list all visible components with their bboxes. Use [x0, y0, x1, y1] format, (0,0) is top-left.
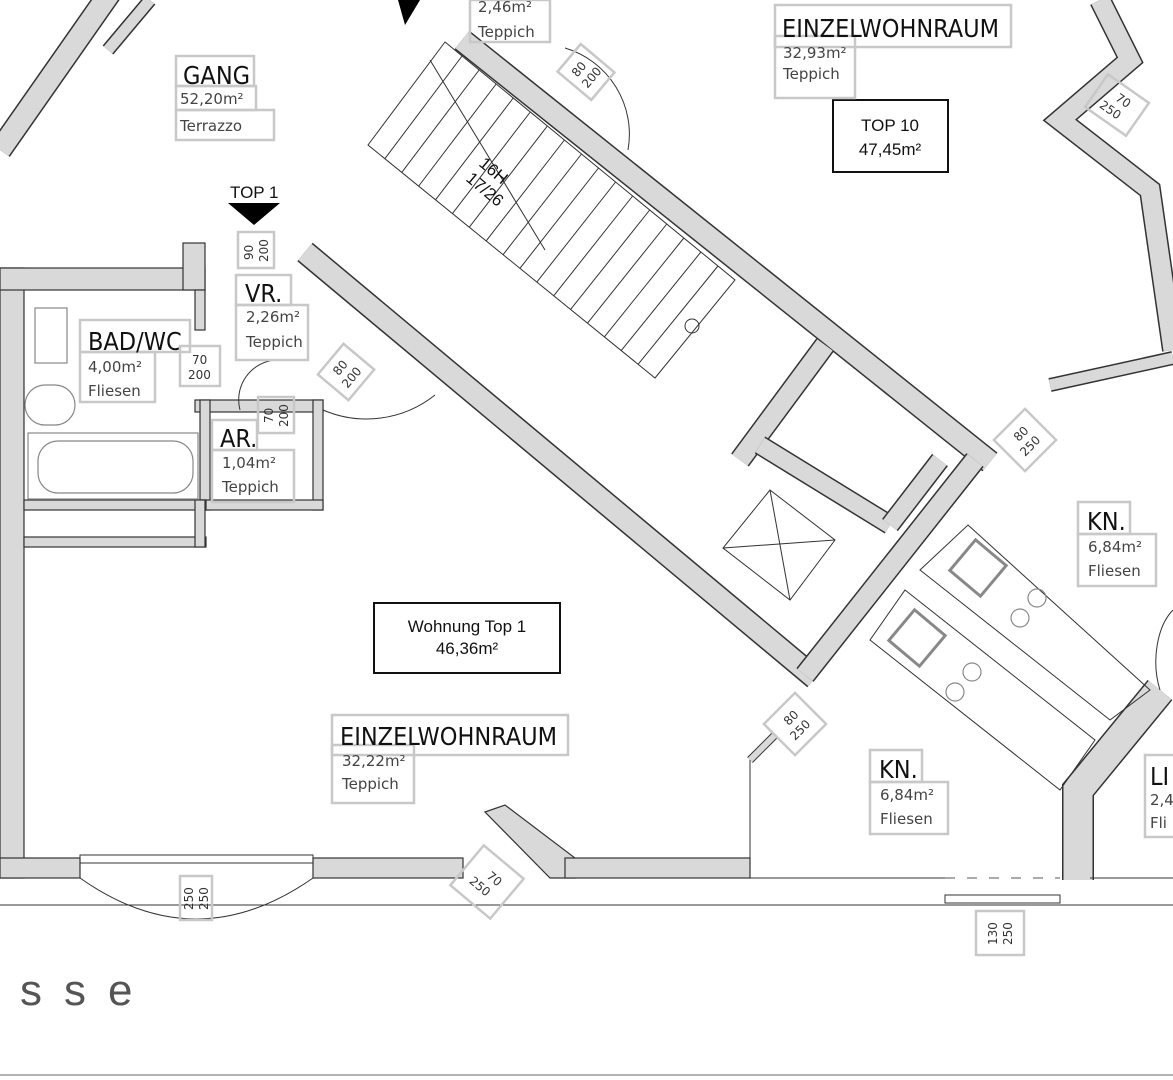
unit-label: TOP 10 [861, 116, 919, 135]
unit-label: Wohnung Top 1 [408, 617, 526, 636]
room-floor: Teppich [245, 333, 303, 351]
room-floor: Fliesen [88, 382, 141, 400]
room-vr: VR. 2,26m² Teppich [234, 273, 310, 362]
room-area: 52,20m² [180, 90, 244, 108]
room-floor: Fli [1150, 814, 1167, 832]
stair-tread [603, 237, 685, 338]
street-name-fragment: sse [20, 966, 154, 1015]
room-bad-wc: BAD/WC 4,00m² Fliesen [78, 318, 192, 404]
arrow-down-icon [398, 0, 420, 25]
room-name: BAD/WC [88, 327, 182, 356]
arrow-down-icon [228, 203, 280, 225]
room-area: 6,84m² [1088, 538, 1142, 556]
stair-tread [519, 167, 599, 269]
room-kn-bottom: KN. 6,84m² Fliesen [868, 748, 950, 836]
stair-tread [587, 223, 668, 324]
svg-text:250: 250 [182, 887, 196, 910]
room-floor: Teppich [477, 23, 535, 41]
room-gang: GANG 52,20m² Terrazzo [174, 54, 276, 142]
room-area: 32,22m² [342, 752, 406, 770]
svg-text:200: 200 [257, 239, 271, 262]
room-top-partial: 2,46m² Teppich [468, 0, 552, 44]
stair-tread [502, 153, 582, 255]
svg-text:200: 200 [188, 368, 211, 382]
room-labels: GANG 52,20m² Terrazzo EINZELWOHNRAUM 32,… [78, 0, 1173, 839]
stair-tread [468, 125, 548, 228]
stair-tread [637, 265, 719, 365]
room-floor: Teppich [782, 65, 840, 83]
svg-text:70: 70 [192, 353, 207, 367]
svg-text:250: 250 [1001, 922, 1015, 945]
room-floor: Fliesen [1088, 562, 1141, 580]
room-area: 6,84m² [880, 786, 934, 804]
room-area: 2,26m² [246, 308, 300, 326]
stair-tread [384, 55, 463, 160]
stair-tread [485, 139, 565, 242]
stair-tread [620, 251, 702, 351]
entrance-marker: TOP 1 [228, 0, 420, 225]
svg-text:70: 70 [262, 408, 276, 423]
walls [0, 0, 1173, 920]
room-floor: Terrazzo [179, 117, 242, 135]
bathroom-fixtures [24, 307, 199, 500]
room-area: 1,04m² [222, 454, 276, 472]
unit-area: 47,45m² [859, 140, 922, 159]
svg-text:90: 90 [242, 245, 256, 260]
room-area: 2,4 [1150, 791, 1173, 809]
unit-top1: Wohnung Top 1 46,36m² [373, 602, 561, 674]
unit-area: 46,36m² [436, 639, 499, 658]
stair-tread [418, 83, 497, 187]
room-floor: Teppich [221, 478, 279, 496]
room-area: 4,00m² [88, 358, 142, 376]
room-name: EINZELWOHNRAUM [782, 14, 999, 43]
room-einzelwohnraum-top: EINZELWOHNRAUM 32,93m² Teppich [773, 3, 1013, 100]
room-name: KN. [879, 755, 918, 784]
unit-top10: TOP 10 47,45m² [832, 99, 949, 173]
stair-tread [570, 209, 651, 310]
elevator-shaft [722, 489, 836, 601]
room-name: GANG [183, 61, 250, 90]
svg-text:250: 250 [197, 887, 211, 910]
room-area: 32,93m² [783, 44, 847, 62]
room-name: KN. [1087, 507, 1126, 536]
kitchen-counters [869, 524, 1151, 791]
stair-tread [452, 111, 531, 214]
svg-text:200: 200 [277, 404, 291, 427]
room-name: VR. [245, 279, 282, 308]
entrance-label: TOP 1 [230, 183, 279, 202]
svg-text:130: 130 [986, 922, 1000, 945]
stair-tread [401, 69, 480, 173]
room-name: LI [1150, 762, 1169, 791]
room-floor: Fliesen [880, 810, 933, 828]
stair-tread [536, 181, 616, 283]
room-ar: AR. 1,04m² Teppich [210, 418, 296, 504]
stair-tread [435, 97, 514, 201]
room-name: AR. [220, 424, 257, 453]
staircase: 16H 17/26 [367, 41, 736, 379]
room-floor: Teppich [341, 775, 399, 793]
stair-tread [553, 195, 634, 297]
room-li: LI 2,4 Fli [1143, 753, 1173, 839]
room-einzelwohnraum-bottom: EINZELWOHNRAUM 32,22m² Teppich [330, 713, 570, 805]
room-area: 2,46m² [478, 0, 532, 16]
room-name: EINZELWOHNRAUM [340, 722, 557, 751]
room-kn-right: KN. 6,84m² Fliesen [1076, 500, 1158, 588]
